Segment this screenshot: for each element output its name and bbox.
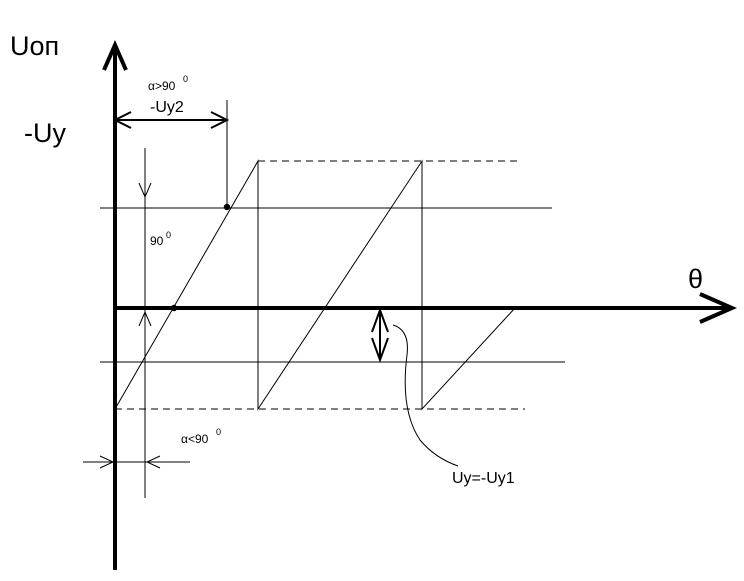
alpha-lt-label: α<90 bbox=[181, 432, 209, 446]
ninety-marker-arrows bbox=[138, 182, 152, 327]
x-axis bbox=[115, 292, 737, 324]
uy-equation-label: Uy=-Uy1 bbox=[452, 470, 515, 487]
ninety-label: 90 bbox=[150, 234, 164, 248]
intersection-point-upper bbox=[223, 203, 231, 211]
alpha-lt-sup: 0 bbox=[216, 427, 221, 437]
intersection-point-axis bbox=[170, 304, 178, 312]
x-axis-label: θ bbox=[688, 264, 703, 294]
uy2-label: -Uy2 bbox=[150, 99, 184, 116]
y-axis-label: Uоп bbox=[10, 31, 59, 61]
neg-uy-label: -Uy bbox=[24, 118, 66, 148]
alpha-gt-dimension-arrow bbox=[112, 111, 230, 129]
alpha-lt-dimension-arrow bbox=[83, 455, 190, 469]
uy-leader-line bbox=[392, 324, 459, 467]
alpha-gt-label: α>90 bbox=[148, 79, 176, 93]
ninety-sup: 0 bbox=[166, 230, 171, 240]
alpha-gt-sup: 0 bbox=[183, 74, 188, 84]
sawtooth-waveform bbox=[114, 159, 516, 411]
uy-double-arrow bbox=[371, 307, 389, 363]
